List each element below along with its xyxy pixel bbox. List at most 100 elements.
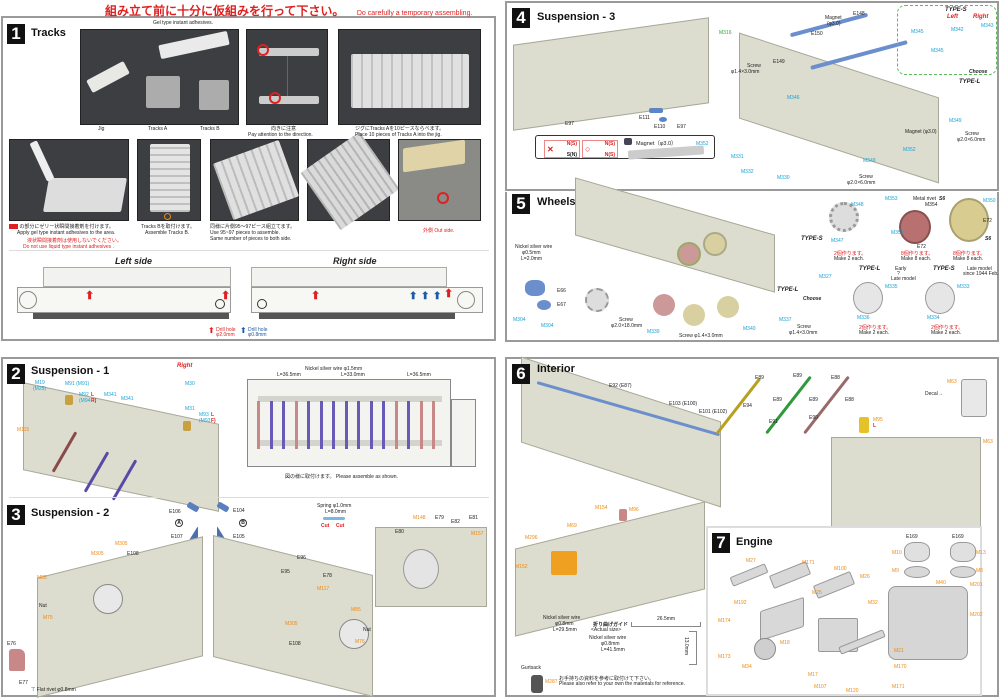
part-e89: E89 (809, 397, 818, 403)
interior-side-detail (831, 437, 981, 527)
reference-note-jp: お手持ちの資料を参考に取付けて下さい。 (559, 676, 655, 682)
part-m25: (M25) (33, 386, 47, 392)
marker-b: B (239, 519, 247, 527)
part-e150: E150 (811, 31, 823, 37)
bending-guide-jp: 折り曲げガイド (593, 622, 629, 628)
torsion-bar (269, 401, 273, 449)
bracket-e66 (525, 280, 545, 296)
step3-title: Suspension - 2 (31, 507, 110, 519)
part-m330: M330 (777, 175, 790, 181)
qty-jp: 8個作ります。 (953, 251, 986, 257)
part-m337: M337 (779, 317, 792, 323)
photo3-caption-jp: ジグにTracks Aを10ピースならべます。 (355, 126, 445, 132)
part-e97: E97 (677, 124, 686, 130)
rivet-note-text: Flat rivet φ0.8mm (36, 687, 76, 693)
part-m342: M342 (951, 27, 964, 33)
part-m171: M171 (892, 684, 905, 690)
part-m348: M348 (851, 202, 864, 208)
step7-title: Engine (736, 536, 773, 548)
idler-l-title: TYPE-L (859, 266, 881, 272)
torsion-bars (257, 401, 443, 449)
part-m304: M304 (541, 323, 554, 329)
part-m76: M76 (355, 639, 365, 645)
part-m345: M345 (911, 29, 924, 35)
torsion-bar (319, 401, 323, 449)
part-m13: M13 (976, 550, 986, 556)
right-label: Right (973, 14, 989, 20)
part-e89: E89 (793, 373, 802, 379)
part-m120: M120 (846, 688, 859, 694)
part-m91: M91 (M91) (65, 381, 90, 387)
part-m25: M25 (812, 590, 822, 596)
wire-note: Nickel silver wire (589, 635, 627, 641)
step7-panel: 7 Engine E169 E169 M10 M13 M9 M8 M40 M20… (706, 526, 986, 696)
left-hull-drawing: ⬆ ⬆ (13, 267, 235, 325)
left-label: Left (947, 14, 958, 20)
rivet-label: Metal rivet (913, 196, 937, 202)
magnet-label: Magnet (φ3.0) (905, 129, 937, 135)
rack-brown (803, 375, 850, 435)
part-e79: E79 (435, 515, 444, 521)
part-m85: M85 (37, 575, 47, 581)
part-m31: M31 (185, 406, 195, 412)
type-l-label: TYPE-L (959, 79, 981, 85)
swing-arm-drawing (627, 145, 705, 160)
step5-title: Wheels (537, 196, 576, 208)
part-m148: M148 (413, 515, 426, 521)
part-m192: M192 (734, 600, 747, 606)
part-m40: M40 (936, 580, 946, 586)
part-e78: E78 (323, 573, 332, 579)
suspension-top-view (247, 379, 451, 467)
screw-size: φ1.4×3.0mm (731, 69, 760, 75)
part-m10: M10 (892, 550, 902, 556)
part-m157: M157 (471, 531, 484, 537)
part-e97: E97 (565, 121, 574, 127)
bend-guide-vertical (689, 631, 697, 665)
radio-drawing (961, 379, 987, 417)
part-m63: M63 (983, 439, 993, 445)
torsion-bar (282, 401, 285, 449)
part-m202: M202 (970, 612, 983, 618)
part-e111: E111 (639, 115, 650, 121)
rack-green (765, 375, 812, 435)
part-m154: M154 (595, 505, 608, 511)
bending-guide-en: <Actual size> (591, 627, 622, 633)
hull-wheels-drawing (575, 177, 775, 293)
rack-yellow (715, 377, 762, 435)
part-e94: E94 (743, 403, 752, 409)
rivet-code: S6 (985, 236, 992, 242)
part-m17: M17 (808, 672, 818, 678)
photo-jig-tracks (80, 29, 239, 125)
part-e72: E72 (983, 218, 992, 224)
legend-red-size: φ2.0mm (216, 332, 235, 338)
torsion-bar (369, 401, 373, 449)
drill-arrow-blue: ⬆ (409, 291, 418, 302)
photo-direction (246, 29, 328, 125)
legend-red-text: Drill hole (216, 327, 236, 333)
header-title-jp: 組み立て前に十分に仮組みを行って下さい。 (105, 4, 345, 18)
step4-title: Suspension - 3 (537, 11, 616, 23)
step1-number: 1 (7, 24, 25, 44)
qty-jp: 8個作ります。 (901, 251, 934, 257)
wire-length: L=33.0mm (341, 372, 365, 378)
part-e110: E110 (654, 124, 666, 130)
part-m349: M349 (863, 158, 876, 164)
hull-left-interior (37, 536, 203, 698)
photo4-warning-jp: 液状瞬間接着剤は使用しないでください。 (27, 238, 122, 244)
decal-label: Decal→ (925, 391, 943, 397)
part-e108: E108 (289, 641, 301, 647)
step2-caption: 図の様に取付けます。 Please assemble as shown. (285, 474, 398, 480)
hull-tail (451, 399, 476, 467)
spring-icon (323, 517, 345, 520)
step2-number: 2 (7, 364, 25, 384)
magnet-pole: N(S) (604, 152, 615, 158)
part-e81: E81 (469, 515, 478, 521)
photo-track-chain (300, 131, 400, 231)
photo6-caption-jp: 同様に片側95～97ピース組立てます。 (210, 224, 296, 230)
qty-jp: 2個作ります。 (859, 325, 892, 331)
wire-length: L=2.0mm (521, 256, 542, 262)
part-m346: M346 (787, 95, 800, 101)
part-e96: E96 (297, 555, 306, 561)
part-m339: M339 (647, 329, 660, 335)
flag-l: L (91, 392, 95, 398)
